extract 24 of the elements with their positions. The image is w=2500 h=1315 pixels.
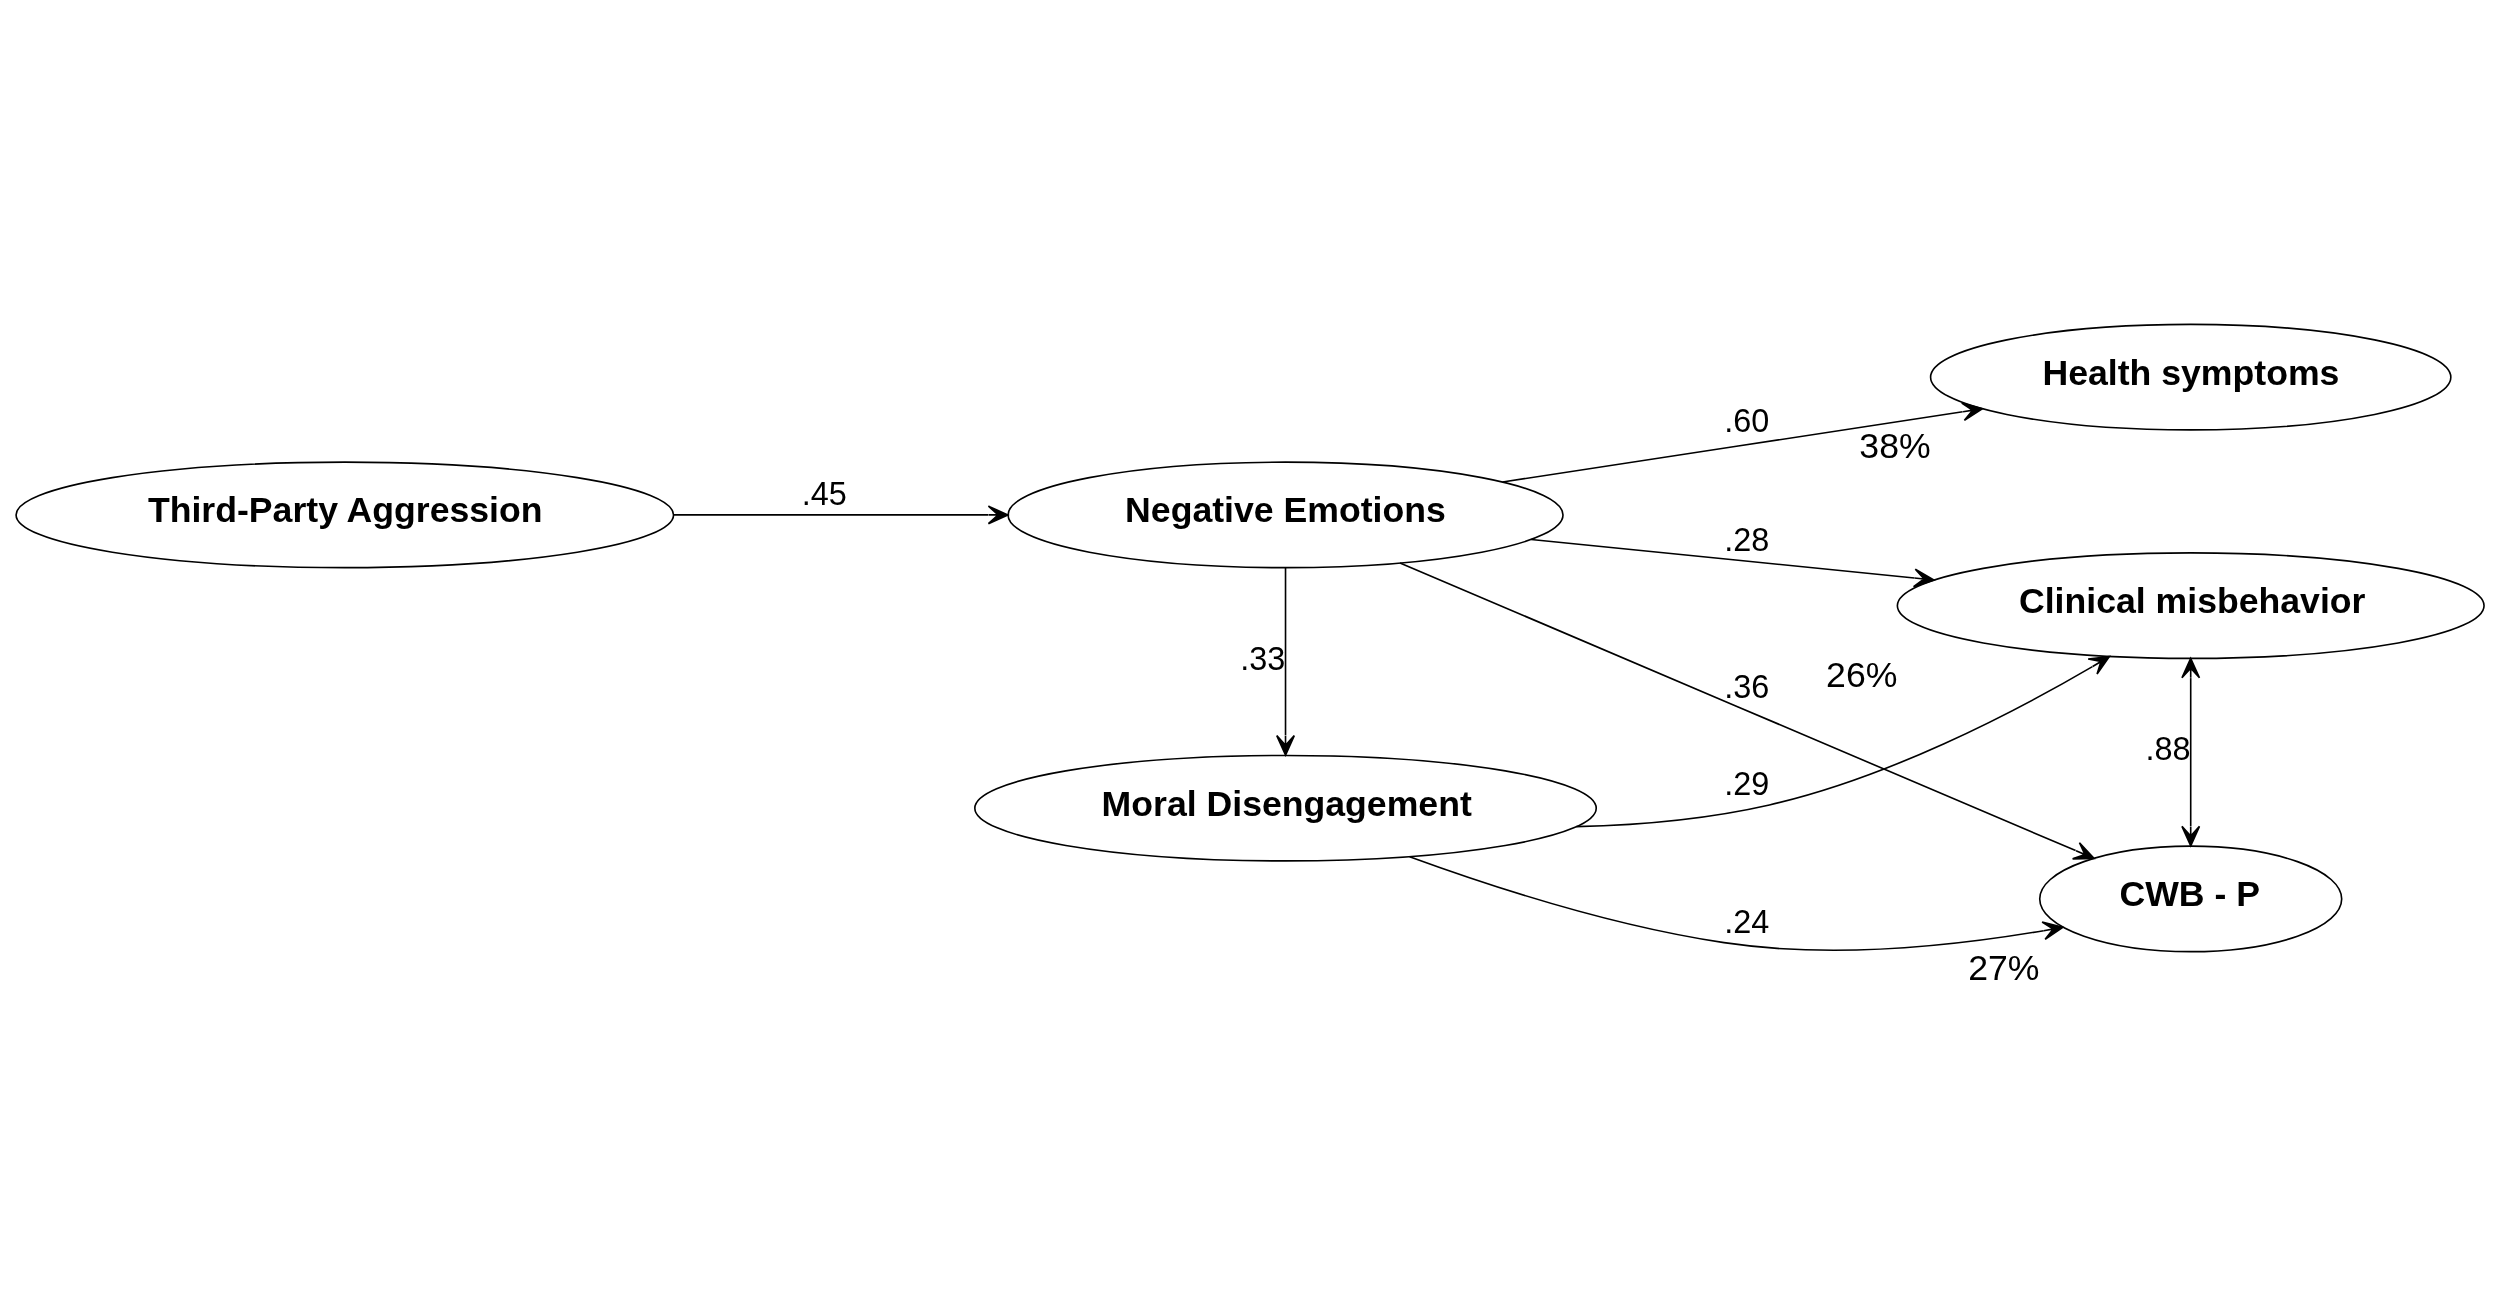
edge-label: .36	[1724, 669, 1770, 705]
edge-label: .45	[801, 476, 847, 513]
node-ellipse: Third-Party Aggression	[15, 461, 675, 569]
arrow	[1275, 566, 1296, 756]
edge-label: .28	[1724, 521, 1770, 558]
node-ellipse: Health symptoms	[1929, 323, 2452, 431]
node-ellipse: Negative Emotions	[1007, 461, 1564, 569]
edge-label: .33	[1240, 640, 1286, 677]
edge-label: .24	[1724, 903, 1770, 940]
arrow	[1501, 402, 1984, 483]
node-label: 27%	[1968, 948, 2040, 989]
edge-label: .88	[2145, 731, 2191, 768]
arrow	[1399, 562, 2095, 860]
arrow	[1408, 855, 2064, 951]
arrow	[2181, 657, 2201, 847]
arrow	[672, 505, 1009, 525]
arrow	[1530, 538, 1935, 588]
edge-label: .29	[1724, 766, 1770, 803]
edge-label: .60	[1724, 403, 1770, 440]
node-label: 38%	[1859, 426, 1931, 467]
node-ellipse: Clinical misbehavior	[1896, 552, 2485, 660]
node-ellipse: Moral Disengagement	[974, 754, 1598, 862]
arrow	[1575, 655, 2111, 828]
node-label: 26%	[1826, 654, 1898, 695]
